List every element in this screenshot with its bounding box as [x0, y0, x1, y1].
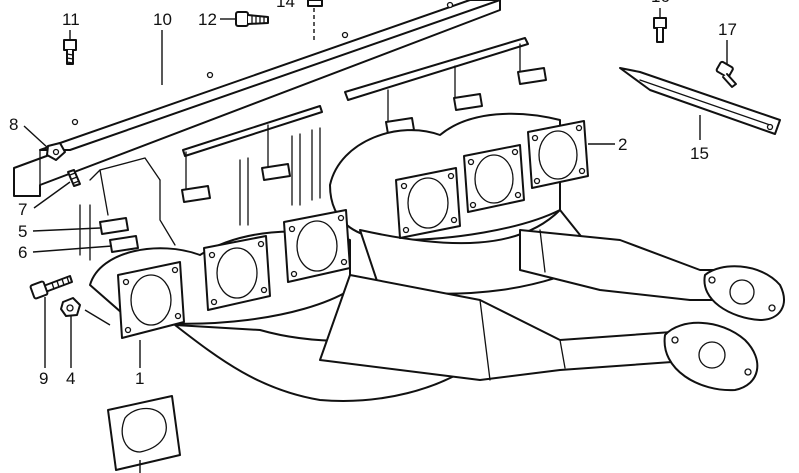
- callout-10: 10: [153, 10, 172, 29]
- nut-8: [46, 142, 66, 161]
- stud-7: [67, 169, 81, 187]
- callout-17: 17: [718, 20, 737, 39]
- gasket-15: [619, 67, 781, 135]
- downpipes: [319, 229, 741, 381]
- nut-4: [60, 297, 81, 317]
- callout-2: 2: [618, 135, 627, 154]
- callout-1: 1: [135, 369, 144, 388]
- callout-5: 5: [18, 222, 27, 241]
- callout-12: 12: [198, 10, 217, 29]
- callout-labels: 11 10 12 14 16 17 8 7 5 6 2 15 9 4 1: [9, 0, 737, 388]
- manifold-gasket: [107, 395, 181, 471]
- bolt-17: [715, 60, 737, 88]
- callout-7: 7: [18, 200, 27, 219]
- bolt-14: [307, 0, 323, 7]
- callout-6: 6: [18, 243, 27, 262]
- flange-cyl-5: [463, 144, 525, 213]
- outlet-flange-upper: [703, 265, 785, 321]
- bolt-16: [653, 17, 667, 43]
- leader-lines: [23, 8, 728, 473]
- callout-11: 11: [62, 10, 80, 29]
- callout-16: 16: [651, 0, 670, 6]
- callout-8: 8: [9, 115, 18, 134]
- bolt-9: [29, 275, 73, 300]
- flange-cyl-6: [527, 120, 589, 189]
- outlet-flange-lower: [663, 321, 759, 392]
- bolt-11: [63, 39, 77, 65]
- sensor-pipes: [79, 37, 547, 261]
- flange-cyl-2: [203, 235, 271, 311]
- flange-cyl-4: [395, 167, 461, 239]
- flange-cyl-3: [283, 209, 351, 283]
- callout-15: 15: [690, 144, 709, 163]
- callout-14: 14: [276, 0, 295, 11]
- bolt-12: [235, 11, 269, 27]
- callout-4: 4: [66, 369, 75, 388]
- flange-cyl-1: [117, 261, 185, 339]
- callout-9: 9: [39, 369, 48, 388]
